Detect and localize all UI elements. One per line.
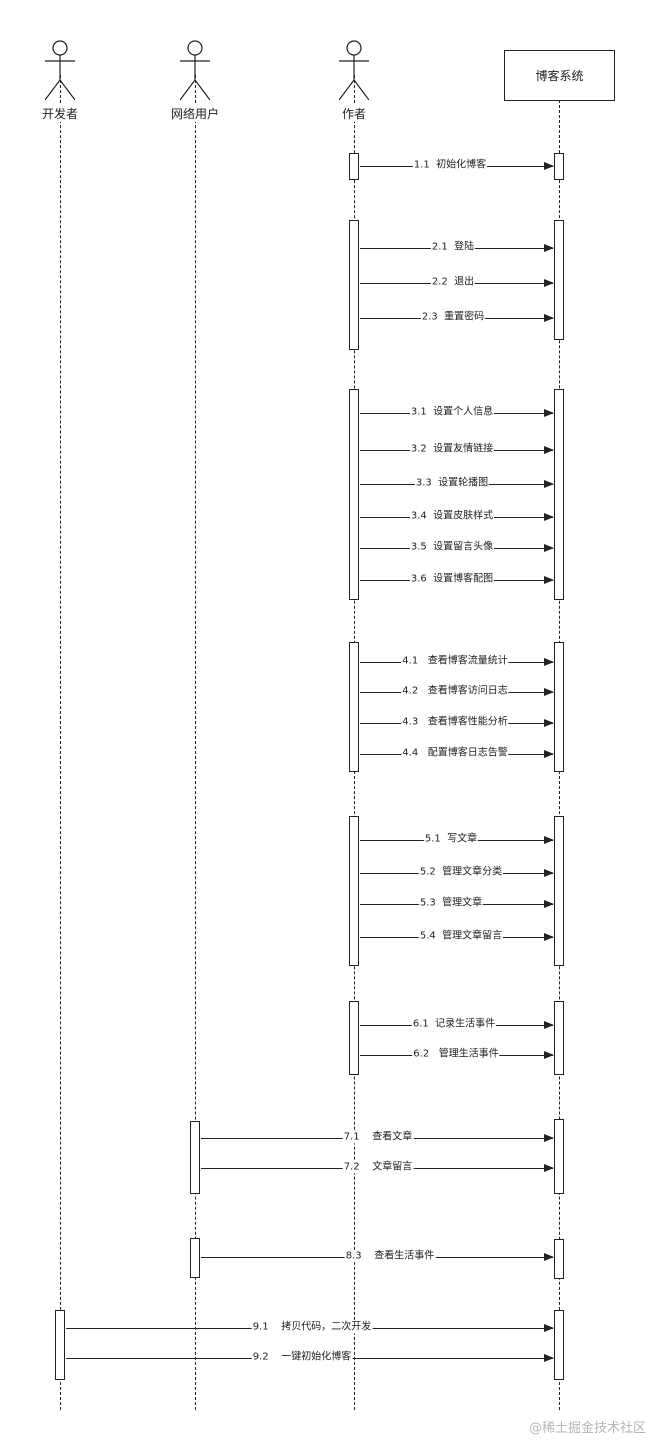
arrowhead-icon <box>544 658 554 666</box>
arrowhead-icon <box>544 279 554 287</box>
message-label: 4.4 配置博客日志告警 <box>401 747 509 760</box>
activation-bar-author <box>349 220 359 350</box>
actor-label-developer: 开发者 <box>41 105 79 122</box>
message-label: 3.1 设置个人信息 <box>409 406 495 419</box>
arrowhead-icon <box>544 1134 554 1142</box>
message-label: 9.1 拷贝代码，二次开发 <box>251 1321 373 1334</box>
activation-bar-system <box>554 642 564 772</box>
arrowhead-icon <box>544 513 554 521</box>
activation-bar-author <box>349 642 359 772</box>
arrowhead-icon <box>544 1324 554 1332</box>
arrowhead-icon <box>544 544 554 552</box>
arrowhead-icon <box>544 688 554 696</box>
message-label: 3.6 设置博客配图 <box>409 573 495 586</box>
activation-bar-author <box>349 1001 359 1075</box>
arrowhead-icon <box>544 1051 554 1059</box>
actor-netuser-icon <box>180 40 210 101</box>
arrowhead-icon <box>544 869 554 877</box>
arrowhead-icon <box>544 480 554 488</box>
message-label: 1.1 初始化博客 <box>412 159 488 172</box>
watermark: @稀土掘金技术社区 <box>528 1421 646 1436</box>
message-label: 5.2 管理文章分类 <box>418 866 504 879</box>
activation-bar-system <box>554 1310 564 1380</box>
actor-label-netuser: 网络用户 <box>170 105 220 122</box>
message-label: 4.2 查看博客访问日志 <box>401 685 509 698</box>
activation-bar-system <box>554 220 564 340</box>
message-label: 3.5 设置留言头像 <box>409 541 495 554</box>
activation-bar-author <box>349 816 359 966</box>
arrowhead-icon <box>544 719 554 727</box>
actor-developer-icon <box>45 40 75 101</box>
arrowhead-icon <box>544 244 554 252</box>
activation-bar-system <box>554 1001 564 1075</box>
activation-bar-netuser <box>190 1238 200 1278</box>
lifeline-developer <box>60 75 61 1410</box>
message-label: 2.1 登陆 <box>430 241 476 254</box>
actor-label-author: 作者 <box>341 105 367 122</box>
message-label: 4.1 查看博客流量统计 <box>401 655 509 668</box>
actor-author-icon <box>339 40 369 101</box>
message-label: 7.1 查看文章 <box>342 1131 414 1144</box>
activation-bar-system <box>554 153 564 180</box>
participant-system-box: 博客系统 <box>504 50 615 101</box>
arrowhead-icon <box>544 836 554 844</box>
arrowhead-icon <box>544 1021 554 1029</box>
lifeline-netuser <box>195 75 196 1410</box>
arrowhead-icon <box>544 409 554 417</box>
message-label: 3.3 设置轮播图 <box>414 477 490 490</box>
message-label: 5.4 管理文章留言 <box>418 930 504 943</box>
participant-system-label: 博客系统 <box>535 69 584 83</box>
activation-bar-author <box>349 153 359 180</box>
activation-bar-system <box>554 816 564 966</box>
activation-bar-system <box>554 1119 564 1194</box>
arrowhead-icon <box>544 446 554 454</box>
message-label: 8.3 查看生活事件 <box>344 1250 436 1263</box>
message-label: 4.3 查看博客性能分析 <box>401 716 509 729</box>
arrowhead-icon <box>544 162 554 170</box>
arrowhead-icon <box>544 900 554 908</box>
message-label: 9.2 一键初始化博客 <box>251 1351 353 1364</box>
message-label: 3.4 设置皮肤样式 <box>409 510 495 523</box>
message-label: 6.1 记录生活事件 <box>411 1018 497 1031</box>
activation-bar-developer <box>55 1310 65 1380</box>
arrowhead-icon <box>544 1354 554 1362</box>
message-label: 6.2 管理生活事件 <box>412 1048 500 1061</box>
arrowhead-icon <box>544 1253 554 1261</box>
message-label: 7.2 文章留言 <box>342 1161 414 1174</box>
message-label: 3.2 设置友情链接 <box>409 443 495 456</box>
activation-bar-author <box>349 389 359 600</box>
arrowhead-icon <box>544 576 554 584</box>
arrowhead-icon <box>544 314 554 322</box>
message-label: 2.3 重置密码 <box>420 311 486 324</box>
arrowhead-icon <box>544 933 554 941</box>
message-label: 5.3 管理文章 <box>418 897 484 910</box>
arrowhead-icon <box>544 750 554 758</box>
activation-bar-netuser <box>190 1121 200 1194</box>
arrowhead-icon <box>544 1164 554 1172</box>
message-label: 5.1 写文章 <box>423 833 479 846</box>
activation-bar-system <box>554 1239 564 1279</box>
activation-bar-system <box>554 389 564 600</box>
message-label: 2.2 退出 <box>430 276 476 289</box>
